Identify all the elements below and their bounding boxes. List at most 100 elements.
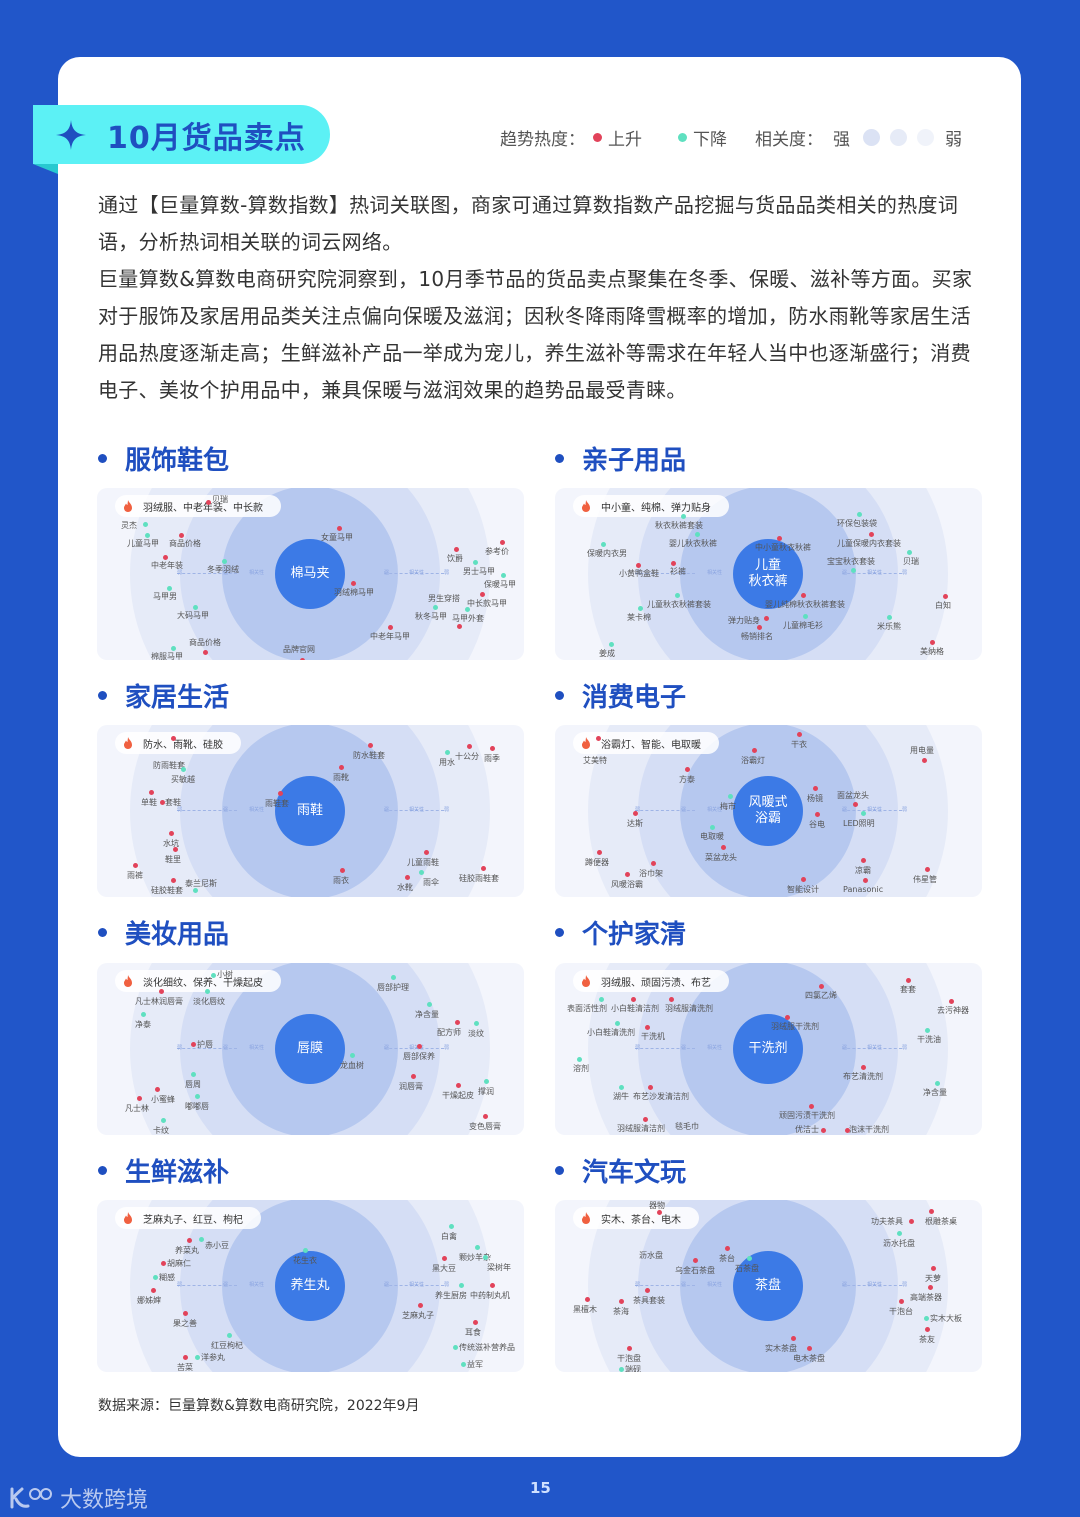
axis-label: 相关性 <box>249 807 265 813</box>
axis-label: 弱 <box>444 570 450 576</box>
keyword: 十公分 <box>455 752 479 761</box>
keyword: 洋参丸 <box>201 1353 225 1362</box>
trend-up-dot-icon <box>943 594 948 599</box>
keyword: 中小童秋衣秋裤 <box>755 543 811 552</box>
trend-up-dot-icon <box>151 1288 156 1293</box>
trend-down-dot-icon <box>449 1224 454 1229</box>
legend-rise: 上升 <box>608 130 642 150</box>
trend-up-dot-icon <box>931 1266 936 1271</box>
trend-down-dot-icon <box>473 560 478 565</box>
trend-down-dot-icon <box>803 614 808 619</box>
trend-down-dot-icon <box>638 606 643 611</box>
axis-line-left <box>635 810 695 811</box>
axis-label: 强 <box>842 1045 848 1051</box>
section-title-fresh-tonic: 生鲜滋补 <box>98 1152 229 1189</box>
fire-icon <box>124 1212 132 1224</box>
keyword: 益军 <box>467 1360 483 1369</box>
rise-dot-icon <box>593 133 602 142</box>
legend-weak: 弱 <box>945 130 962 150</box>
trend-up-dot-icon <box>757 625 762 630</box>
trend-up-dot-icon <box>337 526 342 531</box>
highlight-tag-text: 防水、雨靴、硅胶 <box>143 739 223 751</box>
highlight-tag: 中小童、纯棉、弹力贴身 <box>573 495 729 517</box>
core-keyword: 唇膜 <box>275 1014 345 1084</box>
trend-up-dot-icon <box>906 978 911 983</box>
network-chart-personal-care: 弱相关性强强相关性弱干洗剂羽绒服、顽固污渍、布艺表面活性剂小白鞋清洁剂羽绒服清洗… <box>555 963 982 1135</box>
keyword: 浴巾架 <box>639 869 663 878</box>
trend-up-dot-icon <box>925 867 930 872</box>
legend-strong: 强 <box>833 130 850 150</box>
axis-line-left <box>177 810 237 811</box>
trend-down-dot-icon <box>857 512 862 517</box>
trend-down-dot-icon <box>483 1255 488 1260</box>
keyword: 配方师 <box>437 1028 461 1037</box>
axis-line-left <box>177 1285 237 1286</box>
trend-up-dot-icon <box>171 736 176 741</box>
keyword: 湖牛 <box>613 1092 629 1101</box>
keyword: 杨镜 <box>807 794 823 803</box>
trend-up-dot-icon <box>351 581 356 586</box>
keyword: 谷电 <box>809 820 825 829</box>
keyword: 品牌官网 <box>283 645 315 654</box>
keyword: 方泰 <box>679 775 695 784</box>
keyword: 胡麻仁 <box>167 1259 191 1268</box>
keyword: 畅销排名 <box>741 632 773 641</box>
data-source: 数据来源：巨量算数&算数电商研究院，2022年9月 <box>98 1398 420 1414</box>
trend-down-dot-icon <box>609 642 614 647</box>
trend-up-dot-icon <box>161 1261 166 1266</box>
trend-down-dot-icon <box>303 1248 308 1253</box>
keyword: 干泡台 <box>889 1307 913 1316</box>
axis-label: 弱 <box>635 807 641 813</box>
keyword: 龙血树 <box>340 1061 364 1070</box>
keyword: 硅胶鞋套 <box>151 886 183 895</box>
legend: 趋势热度： 上升 下降 相关度： 强 弱 <box>500 125 962 150</box>
axis-label: 弱 <box>444 1282 450 1288</box>
trend-up-dot-icon <box>171 878 176 883</box>
keyword: 儿童保暖内衣套装 <box>837 539 901 548</box>
trend-up-dot-icon <box>388 625 393 630</box>
core-keyword: 雨鞋 <box>275 776 345 846</box>
relevance-strong-icon <box>863 129 880 146</box>
legend-relevance-label: 相关度： <box>755 130 823 150</box>
trend-up-dot-icon <box>173 847 178 852</box>
keyword: 水靴 <box>397 883 413 892</box>
keyword: 羽绒服清洁剂 <box>617 1124 665 1133</box>
axis-label: 弱 <box>444 807 450 813</box>
keyword: 中老年装 <box>151 561 183 570</box>
trend-up-dot-icon <box>645 1025 650 1030</box>
trend-up-dot-icon <box>922 758 927 763</box>
trend-down-dot-icon <box>501 573 506 578</box>
keyword: 黑檀木 <box>573 1305 597 1314</box>
trend-down-dot-icon <box>227 1333 232 1338</box>
brand-mark-icon <box>10 1487 52 1509</box>
axis-label: 强 <box>842 1282 848 1288</box>
trend-up-dot-icon <box>340 868 345 873</box>
keyword: 雨靴 <box>333 773 349 782</box>
trend-up-dot-icon <box>861 858 866 863</box>
highlight-tag: 羽绒服、中老年装、中长款 <box>115 495 281 517</box>
keyword: 干洗油 <box>917 1035 941 1044</box>
keyword: 功夫茶具 <box>871 1217 903 1226</box>
keyword: 儿童雨鞋 <box>407 858 439 867</box>
trend-up-dot-icon <box>909 1219 914 1224</box>
intro-text: 通过【巨量算数-算数指数】热词关联图，商家可通过算数指数产品挖掘与货品品类相关的… <box>98 187 978 409</box>
trend-up-dot-icon <box>693 1258 698 1263</box>
highlight-tag: 芝麻丸子、红豆、枸杞 <box>115 1207 261 1229</box>
ribbon-fold <box>33 164 58 174</box>
keyword: 干衣 <box>791 740 807 749</box>
axis-line-right <box>384 1285 444 1286</box>
keyword: 耳食 <box>465 1328 481 1337</box>
axis-line-right <box>842 810 902 811</box>
axis-label: 弱 <box>902 1282 908 1288</box>
trend-down-dot-icon <box>681 514 686 519</box>
trend-down-dot-icon <box>619 1085 624 1090</box>
trend-up-dot-icon <box>454 547 459 552</box>
trend-up-dot-icon <box>405 875 410 880</box>
keyword: 姜成 <box>599 649 615 658</box>
trend-up-dot-icon <box>721 845 726 850</box>
axis-label: 强 <box>842 807 848 813</box>
axis-label: 强 <box>384 1282 390 1288</box>
trend-up-dot-icon <box>815 812 820 817</box>
axis-line-left <box>635 573 695 574</box>
trend-down-dot-icon <box>615 1021 620 1026</box>
